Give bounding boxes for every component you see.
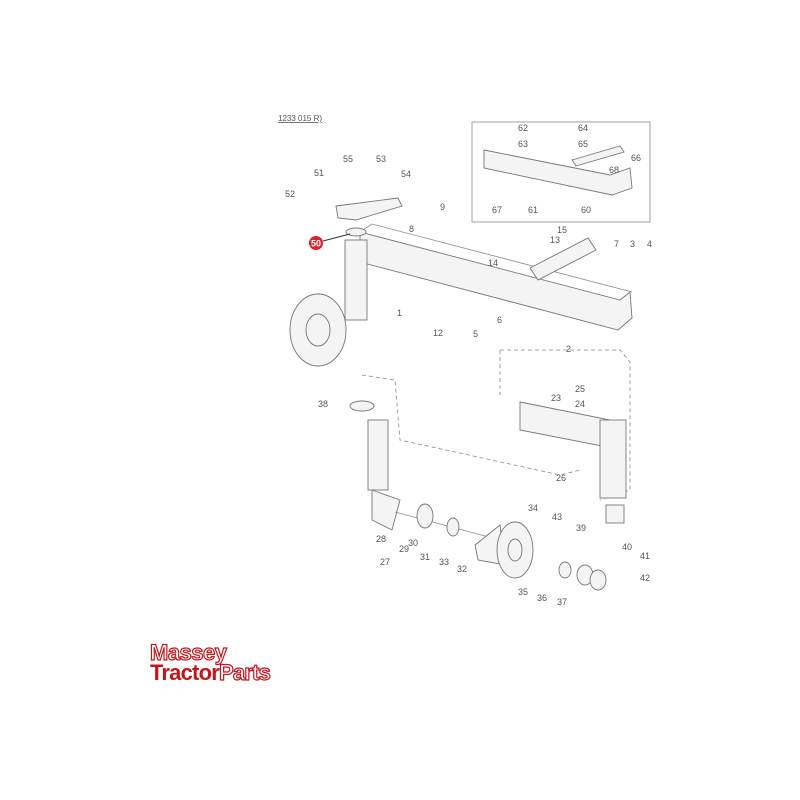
inset-cylinder <box>571 145 625 167</box>
callout-37[interactable]: 37 <box>557 597 567 607</box>
extension-sleeve <box>599 419 627 499</box>
callout-61[interactable]: 61 <box>528 205 538 215</box>
part-50-ring <box>345 227 367 237</box>
callout-5[interactable]: 5 <box>473 329 478 339</box>
callout-36[interactable]: 36 <box>537 593 547 603</box>
ref-code: 1233 015 R) <box>278 114 322 123</box>
callout-68[interactable]: 68 <box>609 165 619 175</box>
callout-66[interactable]: 66 <box>631 153 641 163</box>
logo-tractor-word: Tractor <box>150 660 220 685</box>
logo-line-2: TractorParts <box>150 659 271 686</box>
callout-40[interactable]: 40 <box>622 542 632 552</box>
logo-line-1: Massey <box>149 639 227 665</box>
callout-29[interactable]: 29 <box>399 544 409 554</box>
callout-62[interactable]: 62 <box>518 123 528 133</box>
callout-15[interactable]: 15 <box>557 225 567 235</box>
callout-52[interactable]: 52 <box>285 189 295 199</box>
callout-27[interactable]: 27 <box>380 557 390 567</box>
ram-cylinder <box>529 237 597 281</box>
callout-12[interactable]: 12 <box>433 328 443 338</box>
callout-25[interactable]: 25 <box>575 384 585 394</box>
callout-54[interactable]: 54 <box>401 169 411 179</box>
callout-63[interactable]: 63 <box>518 139 528 149</box>
callout-8[interactable]: 8 <box>409 224 414 234</box>
callout-34[interactable]: 34 <box>528 503 538 513</box>
callout-42[interactable]: 42 <box>640 573 650 583</box>
callout-28[interactable]: 28 <box>376 534 386 544</box>
inset-frame <box>471 121 651 223</box>
callout-14[interactable]: 14 <box>488 258 498 268</box>
callout-1[interactable]: 1 <box>397 308 402 318</box>
massey-tractor-parts-logo: Massey TractorParts <box>149 639 320 690</box>
callout-31[interactable]: 31 <box>420 552 430 562</box>
callout-26[interactable]: 26 <box>556 473 566 483</box>
callout-35[interactable]: 35 <box>518 587 528 597</box>
callout-30[interactable]: 30 <box>408 538 418 548</box>
callout-2[interactable]: 2 <box>566 344 571 354</box>
callout-38[interactable]: 38 <box>318 399 328 409</box>
callout-65[interactable]: 65 <box>578 139 588 149</box>
callout-4[interactable]: 4 <box>647 239 652 249</box>
callout-23[interactable]: 23 <box>551 393 561 403</box>
callout-6[interactable]: 6 <box>497 315 502 325</box>
callout-60[interactable]: 60 <box>581 205 591 215</box>
callout-50-label: 50 <box>311 239 321 249</box>
callout-64[interactable]: 64 <box>578 123 588 133</box>
callout-51[interactable]: 51 <box>314 168 324 178</box>
steering-arm <box>335 197 403 221</box>
callout-32[interactable]: 32 <box>457 564 467 574</box>
callout-9[interactable]: 9 <box>440 202 445 212</box>
callout-67[interactable]: 67 <box>492 205 502 215</box>
callout-43[interactable]: 43 <box>552 512 562 522</box>
lower-spindle <box>367 419 389 491</box>
callout-41[interactable]: 41 <box>640 551 650 561</box>
callout-50-badge[interactable] <box>309 236 323 250</box>
callout-7[interactable]: 7 <box>614 239 619 249</box>
lower-leader <box>361 374 581 476</box>
left-spindle <box>344 239 368 321</box>
extension-leg <box>519 401 613 449</box>
callout-3[interactable]: 3 <box>630 239 635 249</box>
inset-axle-beam <box>483 149 633 196</box>
callout-33[interactable]: 33 <box>439 557 449 567</box>
callout-24[interactable]: 24 <box>575 399 585 409</box>
callout-55[interactable]: 55 <box>343 154 353 164</box>
callout-13[interactable]: 13 <box>550 235 560 245</box>
logo-parts-word: Parts <box>218 659 271 685</box>
callout-53[interactable]: 53 <box>376 154 386 164</box>
callout-39[interactable]: 39 <box>576 523 586 533</box>
